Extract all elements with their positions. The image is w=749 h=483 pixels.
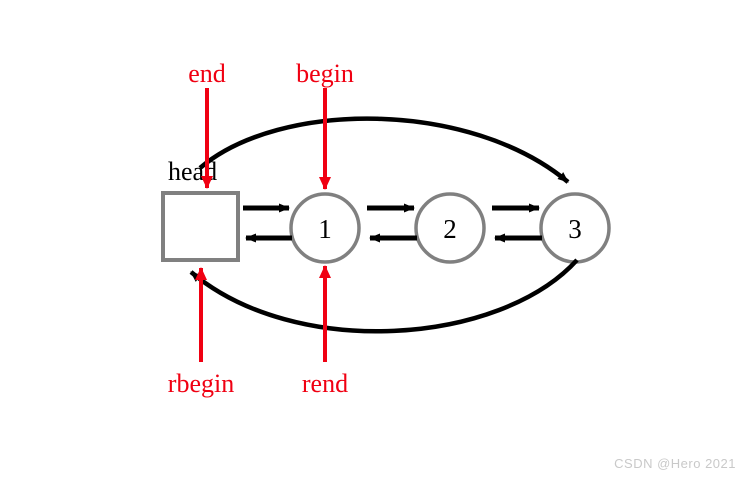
iterator-begin-label: begin xyxy=(296,59,354,88)
node-2-circle xyxy=(414,192,486,264)
node-3: 3 xyxy=(539,192,611,264)
node-3-label: 3 xyxy=(568,214,582,244)
node-2-label: 2 xyxy=(443,214,457,244)
node-2: 2 xyxy=(414,192,486,264)
head-node xyxy=(161,191,240,262)
iterator-end-label: end xyxy=(188,59,226,88)
watermark-text: CSDN @Hero 2021 xyxy=(614,456,736,471)
iterator-rend-label: rend xyxy=(302,369,348,398)
node-1-circle xyxy=(289,192,361,264)
link-head-to-3-curve xyxy=(198,116,570,184)
iterator-rbegin-label: rbegin xyxy=(168,369,234,398)
link-3-to-head-curve xyxy=(189,258,579,334)
head-node-box xyxy=(161,191,240,262)
node-1: 1 xyxy=(289,192,361,264)
node-1-label: 1 xyxy=(318,214,332,244)
